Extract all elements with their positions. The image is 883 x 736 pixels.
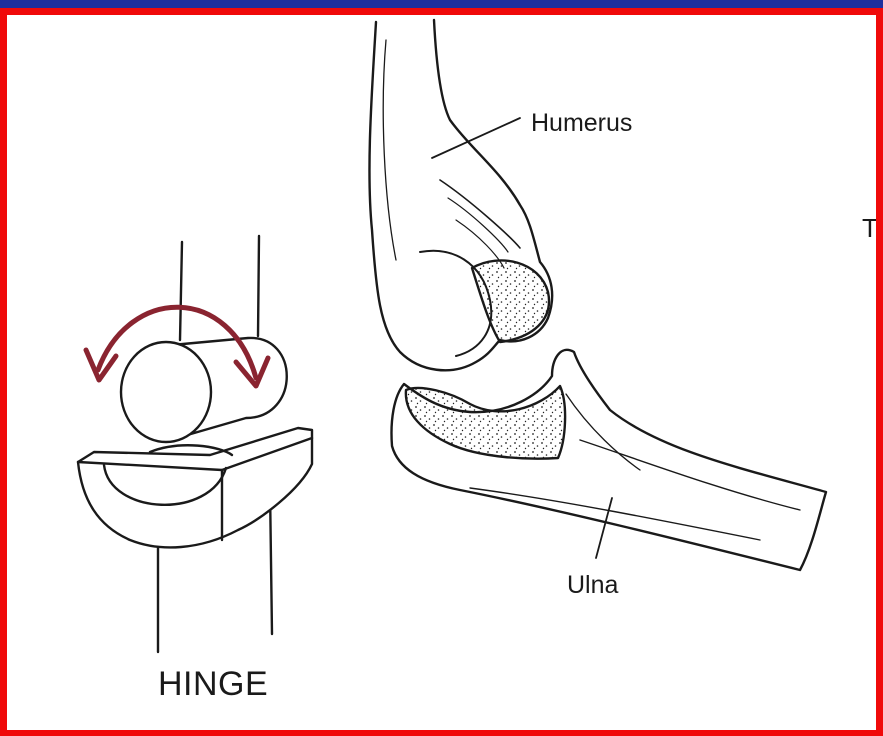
ulna-label: Ulna (567, 573, 618, 598)
humerus-bone (369, 20, 552, 370)
ulna-outline (392, 350, 827, 570)
hinge-cylinder-face (121, 342, 211, 442)
hinge-model (78, 236, 312, 652)
hinge-axis-line (258, 236, 259, 336)
elbow-hinge-illustration (0, 8, 883, 736)
diagram-frame: Humerus Ulna HINGE T (0, 8, 883, 736)
hinge-axis-line (180, 242, 182, 340)
cropped-text-fragment: T (862, 215, 878, 241)
humerus-label: Humerus (531, 111, 632, 136)
hinge-label: HINGE (158, 667, 268, 701)
ulna-bone (392, 350, 827, 570)
